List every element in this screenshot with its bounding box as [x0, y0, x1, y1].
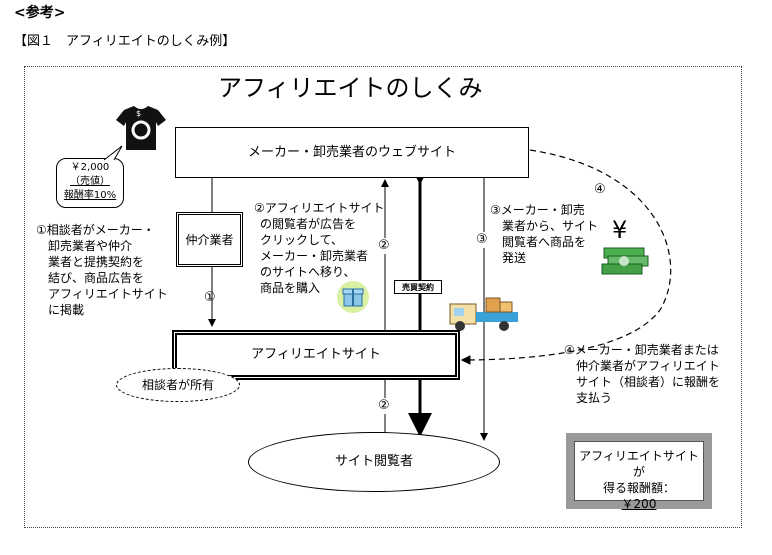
owner-ellipse: 相談者が所有: [116, 368, 240, 402]
reward-amount: ￥200: [621, 497, 657, 511]
reward-rate: 報酬率10%: [63, 190, 117, 201]
svg-text:¥: ¥: [612, 216, 627, 244]
site-viewer-ellipse: サイト閲覧者: [248, 432, 500, 492]
arrow-label-3: ③: [476, 232, 488, 248]
reward-line-1: アフィリエイトサイトが: [579, 449, 699, 479]
diagram-frame: [24, 66, 742, 528]
figure-caption: 【図１ アフィリエイトのしくみ例】: [14, 34, 236, 49]
price-value: ￥2,000: [70, 162, 110, 173]
price-tag-pointer: [103, 145, 123, 161]
step4-description: ④メーカー・卸売業者または 仲介業者がアフィリエイト サイト（相談者）に報酬を …: [564, 343, 721, 405]
reference-heading: <参考>: [14, 5, 66, 21]
price-tag: ￥2,000 （売値） 報酬率10%: [56, 158, 124, 208]
yen-money-icon: ¥: [600, 214, 654, 276]
site-viewer-label: サイト閲覧者: [334, 454, 413, 469]
arrow-label-2-lower: ②: [378, 398, 390, 414]
diagram-title: アフィリエイトのしくみ: [218, 74, 483, 102]
price-note: （売値）: [70, 176, 110, 187]
step1-description: ①相談者がメーカー・ 卸売業者や仲介 業者と提携契約を 結び、商品広告を アフィ…: [36, 223, 168, 317]
step3-description: ③メーカー・卸売 業者から、サイト 閲覧者へ商品を 発送: [490, 203, 599, 265]
owner-label: 相談者が所有: [141, 378, 214, 392]
broker-label: 仲介業者: [185, 232, 234, 247]
maker-website-box: メーカー・卸売業者のウェブサイト: [175, 127, 529, 178]
svg-text:$: $: [136, 109, 141, 118]
reward-line-2: 得る報酬額：: [602, 481, 675, 495]
sale-contract-label: 売買契約: [394, 280, 442, 294]
reward-amount-box: アフィリエイトサイトが 得る報酬額： ￥200: [566, 433, 712, 511]
arrow-4: [460, 149, 672, 365]
arrow-label-1: ①: [204, 290, 216, 305]
arrow-label-2-upper: ②: [378, 238, 390, 254]
arrow-label-4: ④: [594, 182, 606, 197]
delivery-truck-icon: [446, 292, 520, 332]
tshirt-icon: $: [114, 104, 168, 152]
gift-box-icon: [336, 280, 370, 314]
step2-description: ②アフィリエイトサイト の閲覧者が広告を クリックして、 メーカー・卸売業者 の…: [254, 201, 385, 295]
maker-website-label: メーカー・卸売業者のウェブサイト: [247, 144, 456, 160]
broker-box: 仲介業者: [176, 212, 243, 267]
affiliate-site-label: アフィリエイトサイト: [251, 347, 381, 362]
